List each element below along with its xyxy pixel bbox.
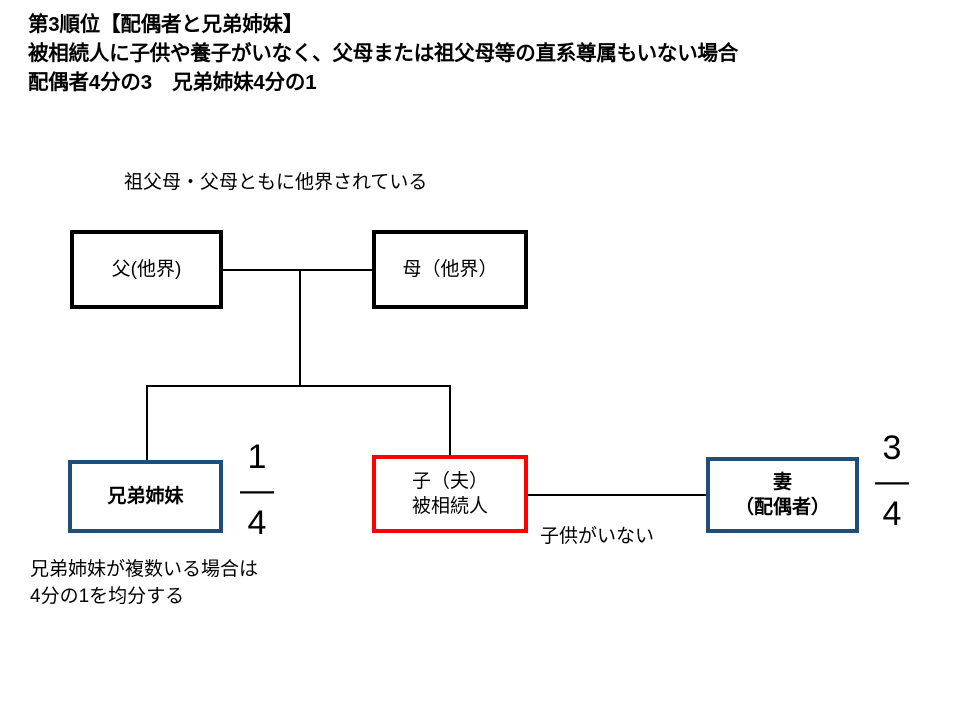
title-line-2: 被相続人に子供や養子がいなく、父母または祖父母等の直系尊属もいない場合: [28, 42, 739, 65]
note-no-children: 子供がいない: [540, 526, 655, 547]
node-wife-line-2: （配偶者）: [734, 497, 830, 518]
node-decedent-line-1: 子（夫）: [411, 471, 488, 492]
share-fraction-siblings-numerator: 1: [247, 438, 267, 476]
node-wife-line-1: 妻: [772, 472, 792, 493]
note-grandparents-deceased: 祖父母・父母ともに他界されている: [124, 172, 428, 193]
node-father: 父(他界): [70, 230, 223, 309]
note-sibling-split-line-2: 4分の1を均分する: [30, 586, 185, 607]
connector-parents-descent: [299, 269, 301, 386]
connector-to-decedent: [449, 385, 451, 456]
share-fraction-wife: 3 — 4: [869, 429, 915, 533]
share-fraction-siblings-denominator: 4: [247, 504, 267, 542]
share-fraction-siblings-bar: —: [240, 471, 274, 509]
node-father-label: 父(他界): [111, 259, 182, 280]
connector-to-sibling: [146, 385, 148, 461]
connector-children-bar: [146, 385, 451, 387]
share-fraction-wife-denominator: 4: [882, 495, 902, 533]
node-wife: 妻 （配偶者）: [706, 457, 859, 533]
note-sibling-split-line-1: 兄弟姉妹が複数いる場合は: [30, 559, 259, 580]
share-fraction-wife-bar: —: [875, 462, 909, 500]
connector-spouse-marriage: [528, 494, 707, 496]
page-title: 第3順位【配偶者と兄弟姉妹】 被相続人に子供や養子がいなく、父母または祖父母等の…: [28, 10, 928, 97]
node-mother: 母（他界）: [372, 230, 528, 309]
node-decedent-line-2: 被相続人: [411, 496, 488, 517]
node-siblings: 兄弟姉妹: [68, 460, 223, 533]
title-line-3: 配偶者4分の3 兄弟姉妹4分の1: [28, 71, 317, 94]
share-fraction-siblings: 1 — 4: [234, 438, 280, 542]
share-fraction-wife-numerator: 3: [882, 429, 902, 467]
node-siblings-label: 兄弟姉妹: [107, 486, 184, 507]
connector-parents-marriage: [223, 269, 372, 271]
node-wife-text: 妻 （配偶者）: [735, 470, 830, 520]
note-sibling-split: 兄弟姉妹が複数いる場合は 4分の1を均分する: [30, 556, 258, 610]
node-decedent: 子（夫） 被相続人: [372, 455, 528, 533]
node-mother-label: 母（他界）: [402, 259, 498, 280]
title-line-1: 第3順位【配偶者と兄弟姉妹】: [28, 13, 304, 36]
node-decedent-text: 子（夫） 被相続人: [412, 469, 488, 519]
